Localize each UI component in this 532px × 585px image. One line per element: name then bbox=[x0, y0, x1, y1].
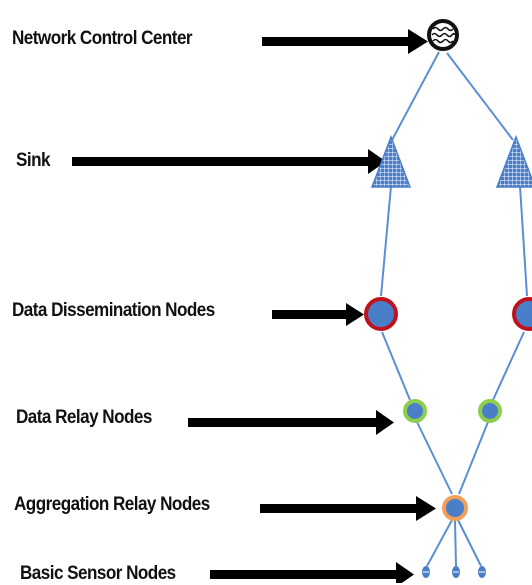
triangle-grid-icon bbox=[495, 134, 532, 188]
data-dissemination-node-right bbox=[512, 297, 532, 331]
edge-sink-left-to-dissemination bbox=[380, 185, 392, 297]
arrows bbox=[72, 29, 436, 583]
arrow-aggregation-relay-nodes bbox=[260, 496, 436, 521]
edge-aggregation-to-sensor-1 bbox=[426, 519, 453, 567]
network-control-center-node bbox=[427, 19, 459, 51]
sink-node-left bbox=[370, 134, 412, 188]
arrow-data-dissemination-nodes bbox=[272, 303, 364, 326]
edges bbox=[380, 51, 528, 567]
label-aggregation-relay-nodes: Aggregation Relay Nodes bbox=[14, 494, 210, 515]
wave-circle-icon bbox=[427, 19, 459, 51]
label-basic-sensor-nodes: Basic Sensor Nodes bbox=[20, 563, 176, 584]
triangle-grid-icon bbox=[370, 134, 412, 188]
data-dissemination-node-left bbox=[364, 297, 398, 331]
data-relay-node-left bbox=[403, 399, 427, 423]
sink-node-right bbox=[495, 134, 532, 188]
aggregation-relay-node bbox=[442, 495, 468, 521]
label-sink: Sink bbox=[16, 150, 50, 171]
edge-aggregation-to-sensor-3 bbox=[457, 519, 482, 567]
arrow-network-control-center bbox=[262, 29, 428, 54]
arrow-basic-sensor-nodes bbox=[210, 562, 414, 583]
edge-dissemination-right-to-relay bbox=[492, 331, 525, 401]
basic-sensor-node-1 bbox=[422, 566, 430, 578]
data-relay-node-right bbox=[478, 399, 502, 423]
edge-relay-left-to-aggregation bbox=[416, 421, 453, 495]
edge-aggregation-to-sensor-2 bbox=[454, 520, 457, 567]
basic-sensor-node-2 bbox=[452, 566, 460, 578]
label-network-control-center: Network Control Center bbox=[12, 28, 193, 49]
arrow-sink bbox=[72, 149, 386, 174]
arrow-data-relay-nodes bbox=[188, 410, 394, 435]
edge-ncc-to-sink-left bbox=[391, 51, 440, 141]
basic-sensor-node-3 bbox=[478, 566, 486, 578]
edge-ncc-to-sink-right bbox=[446, 52, 514, 141]
label-data-dissemination-nodes: Data Dissemination Nodes bbox=[12, 300, 215, 321]
basic-sensor-nodes bbox=[422, 566, 486, 578]
edge-relay-right-to-aggregation bbox=[458, 421, 489, 495]
edge-sink-right-to-dissemination bbox=[519, 185, 528, 297]
label-data-relay-nodes: Data Relay Nodes bbox=[16, 407, 152, 428]
edge-dissemination-left-to-relay bbox=[381, 331, 411, 401]
